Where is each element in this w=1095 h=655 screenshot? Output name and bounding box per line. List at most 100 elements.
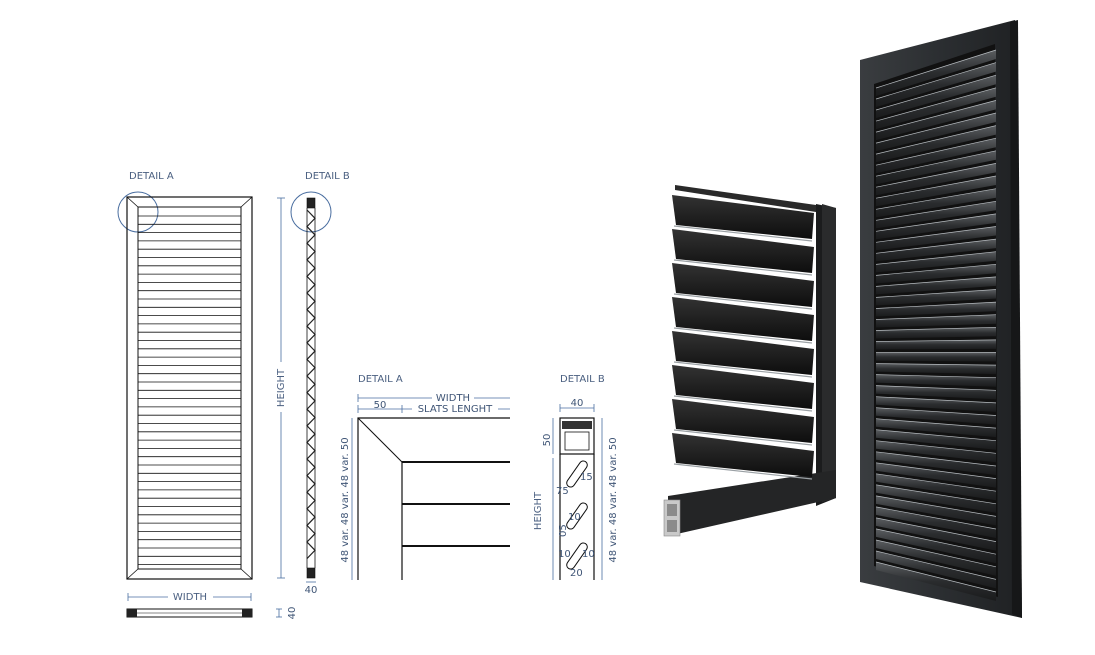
full-shutter-slat-highlight	[875, 263, 997, 276]
side-slat-profile	[306, 209, 316, 560]
full-shutter-slat-highlight	[875, 213, 997, 232]
full-shutter-slat	[876, 440, 996, 463]
front-slats	[138, 215, 241, 565]
full-shutter-slat	[876, 528, 996, 564]
full-shutter-slat	[876, 451, 996, 475]
full-shutter-slat	[876, 87, 996, 130]
full-shutter-slat	[876, 385, 996, 400]
closeup-slat	[672, 195, 814, 239]
closeup-slat	[672, 297, 814, 341]
full-shutter-slat	[876, 125, 996, 163]
full-shutter-slat-highlight	[875, 385, 997, 391]
closeup-slat-edge	[673, 463, 813, 480]
full-shutter-slat-highlight	[875, 396, 997, 404]
full-shutter-slat-highlight	[875, 528, 997, 555]
closeup-slats	[672, 195, 814, 480]
full-shutter-slat-highlight	[875, 440, 997, 454]
closeup-slat-edge	[673, 361, 813, 378]
side-slats	[306, 209, 316, 560]
detail-b-label-top: DETAIL B	[305, 171, 350, 182]
full-shutter-slat-highlight	[875, 74, 997, 111]
full-shutter-slat-highlight	[875, 429, 997, 442]
full-shutter-slat-highlight	[875, 314, 997, 320]
closeup-slat-edge	[673, 293, 813, 310]
full-shutter-slat-highlight	[875, 517, 997, 542]
full-shutter-slat-highlight	[875, 49, 997, 89]
full-shutter-slat-highlight	[875, 238, 997, 254]
full-shutter-slat-highlight	[875, 112, 997, 144]
full-shutter-slat	[876, 239, 996, 262]
full-shutter-slat-highlight	[875, 363, 997, 366]
full-shutter-slat-highlight	[875, 301, 997, 309]
full-shutter-slat	[876, 352, 996, 362]
closeup-slat-edge	[673, 259, 813, 276]
closeup-slat-edge	[673, 429, 813, 446]
detail-b-05-label: 05	[558, 524, 569, 537]
detail-a-label: DETAIL A	[358, 374, 403, 385]
full-shutter-slat-highlight	[875, 125, 997, 155]
full-shutter-slat	[876, 418, 996, 438]
full-shutter-slat-highlight	[875, 175, 997, 199]
full-shutter-slat-highlight	[875, 276, 997, 287]
full-shutter-slat	[876, 150, 996, 185]
full-shutter-slat	[876, 201, 996, 229]
detail-a-width-label: WIDTH	[436, 393, 470, 404]
detail-b-vertical-dims: 48 var. 48 var. 48 var. 50	[608, 437, 619, 562]
closeup-slat-edge	[673, 395, 813, 412]
full-shutter-slat	[876, 276, 996, 295]
full-shutter-slat	[876, 540, 996, 576]
side-40-label: 40	[305, 585, 318, 596]
full-shutter-slat-highlight	[875, 473, 997, 492]
detail-b-10a-label: 10	[568, 512, 581, 523]
closeup-slat	[672, 365, 814, 409]
full-shutter-slat	[876, 163, 996, 196]
detail-b-height-label: HEIGHT	[533, 491, 544, 530]
full-shutter-slat	[876, 484, 996, 513]
front-width-label: WIDTH	[173, 592, 207, 603]
full-shutter-slat-highlight	[875, 462, 997, 479]
full-shutter-slat	[876, 363, 996, 375]
shutter-outer-frame	[126, 196, 253, 580]
closeup-slat	[672, 263, 814, 307]
full-shutter-slat-highlight	[875, 150, 997, 177]
full-shutter-slat-highlight	[875, 374, 997, 379]
full-shutter-slat-highlight	[875, 506, 997, 530]
full-shutter-slat	[876, 50, 996, 96]
detail-a-vertical-dims: 48 var. 48 var. 48 var. 50	[340, 437, 351, 562]
full-shutter-slat-highlight	[875, 539, 997, 568]
closeup-slat	[672, 433, 814, 477]
full-shutter-slat	[876, 562, 996, 601]
plan-40-label: 40	[287, 607, 298, 620]
full-shutter-slat-highlight	[875, 251, 997, 265]
detail-b-label: DETAIL B	[560, 374, 605, 385]
detail-b-50-label: 50	[542, 434, 553, 447]
full-shutter-slat	[876, 62, 996, 107]
full-shutter-slat	[876, 551, 996, 589]
full-shutter-slat	[876, 314, 996, 328]
full-shutter-slat-highlight	[875, 226, 997, 243]
full-shutter-slat	[876, 113, 996, 152]
full-shutter-slat-highlight	[875, 484, 997, 505]
full-shutter-slat	[876, 327, 996, 339]
full-shutter-slat	[876, 407, 996, 425]
detail-b-marker	[290, 191, 332, 233]
profile-closeup-render	[663, 185, 836, 537]
height-label: HEIGHT	[276, 368, 287, 407]
full-shutter-slat-highlight	[875, 418, 997, 429]
full-shutter-slat-highlight	[875, 188, 997, 210]
full-shutter-render	[860, 20, 1022, 618]
detail-b-10c-label: 10	[582, 549, 595, 560]
full-shutter-slat	[876, 339, 996, 350]
closeup-slat	[672, 229, 814, 273]
front-elevation: DETAIL A WIDTH 40	[117, 171, 298, 620]
full-shutter-slat	[876, 473, 996, 501]
closeup-slat	[672, 331, 814, 375]
detail-a-slats-length-label: SLATS LENGHT	[418, 404, 493, 415]
closeup-slat-edge	[673, 327, 813, 344]
full-shutter-slat	[876, 396, 996, 412]
full-shutter-slat	[876, 251, 996, 273]
full-shutter-slat-highlight	[875, 326, 997, 331]
closeup-slat	[672, 399, 814, 443]
full-shutter-slat	[876, 100, 996, 141]
full-shutter-slat-highlight	[875, 100, 997, 133]
